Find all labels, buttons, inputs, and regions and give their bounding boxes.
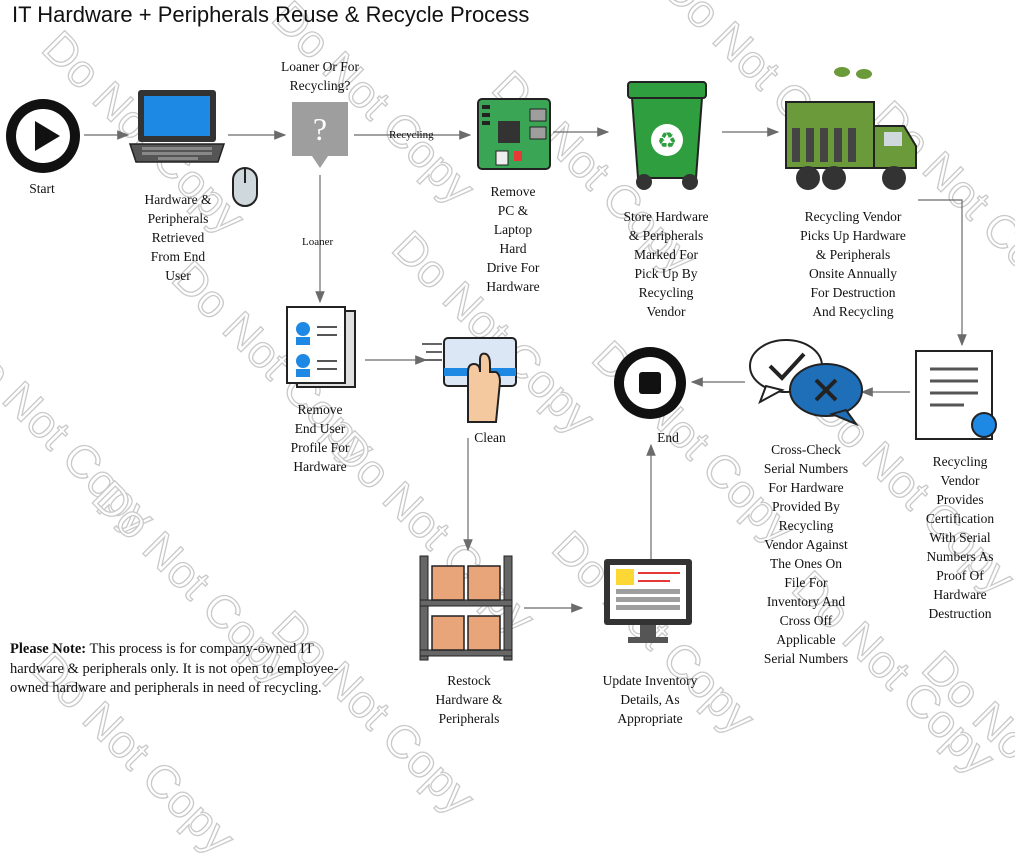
hand-touchpad-icon — [422, 337, 517, 423]
question-icon: ? — [292, 102, 348, 168]
recycling-branch-label: Recycling — [389, 129, 434, 141]
decision-label: Loaner Or For Recycling? — [281, 59, 359, 93]
garbage-truck-icon — [785, 67, 917, 190]
store-label: Store Hardware & Peripherals Marked For … — [623, 209, 709, 319]
recycle-bin-icon: ♻ — [627, 81, 707, 190]
note-text: This process is for company-owned IT har… — [10, 641, 339, 696]
certificate-icon — [915, 350, 997, 440]
start-label: Start — [29, 181, 55, 196]
mouse-icon — [232, 167, 258, 207]
svg-text:♻: ♻ — [657, 128, 677, 153]
svg-text:?: ? — [313, 111, 327, 147]
profile-docs-icon — [286, 306, 356, 388]
retrieved-label: Hardware & Peripherals Retrieved From En… — [144, 192, 212, 283]
circuit-board-icon — [477, 98, 551, 170]
certification-label: Recycling Vendor Provides Certification … — [925, 454, 995, 621]
laptop-icon — [128, 90, 226, 163]
restock-label: Restock Hardware & Peripherals — [435, 673, 503, 726]
note-bold: Please Note: — [10, 641, 87, 657]
clean-label: Clean — [474, 430, 506, 445]
remove-profile-label: Remove End User Profile For Hardware — [290, 402, 350, 474]
pickup-label: Recycling Vendor Picks Up Hardware & Per… — [800, 209, 906, 319]
crosscheck-label: Cross-Check Serial Numbers For Hardware … — [763, 442, 849, 666]
stop-icon — [614, 347, 686, 419]
play-icon — [6, 99, 80, 173]
process-note: Please Note: This process is for company… — [10, 640, 340, 699]
remove-drive-label: Remove PC & Laptop Hard Drive For Hardwa… — [486, 184, 540, 294]
end-label: End — [657, 430, 679, 445]
page-title: IT Hardware + Peripherals Reuse & Recycl… — [12, 2, 530, 27]
inventory-monitor-icon — [604, 559, 692, 643]
shelf-boxes-icon — [419, 555, 513, 661]
flow-connectors — [84, 127, 967, 613]
update-label: Update Inventory Details, As Appropriate — [602, 673, 698, 726]
loaner-branch-label: Loaner — [302, 236, 334, 248]
arrow-truck-to-certificate — [918, 199, 967, 347]
speech-bubbles-icon — [749, 339, 863, 426]
